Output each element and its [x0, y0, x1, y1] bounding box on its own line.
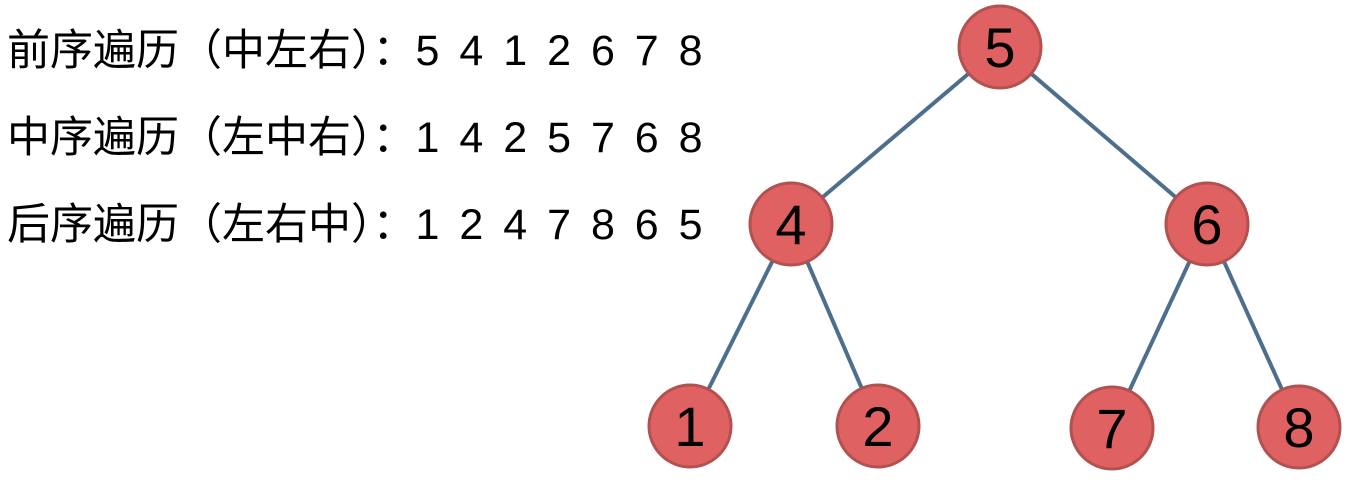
tree-node-label-1: 1 — [674, 395, 705, 458]
tree-edge-5-6 — [998, 45, 1209, 226]
tree-node-4: 4 — [748, 181, 834, 267]
preorder-label: 前序遍历（中左右）： — [7, 27, 416, 75]
tree-node-6: 6 — [1164, 181, 1250, 267]
tree-node-label-2: 2 — [862, 395, 893, 458]
inorder-label: 中序遍历（左中右）： — [7, 114, 416, 162]
tree-node-label-4: 4 — [775, 193, 806, 256]
tree-node-label-7: 7 — [1096, 397, 1127, 460]
tree-edge-5-4 — [789, 45, 1002, 226]
inorder-traversal-line: 中序遍历（左中右）：1 4 2 5 7 6 8 — [7, 117, 707, 160]
tree-node-circle-4 — [748, 181, 834, 267]
inorder-sequence: 1 4 2 5 7 6 8 — [415, 114, 707, 162]
tree-node-circle-5 — [957, 4, 1043, 90]
postorder-sequence: 1 2 4 7 8 6 5 — [415, 201, 707, 249]
tree-node-5: 5 — [957, 4, 1043, 90]
tree-node-circle-1 — [647, 383, 733, 469]
tree-node-1: 1 — [647, 383, 733, 469]
tree-node-circle-8 — [1256, 384, 1342, 470]
postorder-label: 后序遍历（左右中）： — [7, 201, 416, 249]
tree-node-circle-2 — [835, 383, 921, 469]
tree-node-circle-7 — [1069, 385, 1155, 471]
tree-node-8: 8 — [1256, 384, 1342, 470]
tree-node-label-6: 6 — [1191, 193, 1222, 256]
preorder-sequence: 5 4 1 2 6 7 8 — [415, 27, 707, 75]
postorder-traversal-line: 后序遍历（左右中）：1 2 4 7 8 6 5 — [7, 204, 707, 247]
preorder-traversal-line: 前序遍历（中左右）：5 4 1 2 6 7 8 — [7, 30, 707, 73]
tree-node-7: 7 — [1069, 385, 1155, 471]
tree-node-circle-6 — [1164, 181, 1250, 267]
tree-node-2: 2 — [835, 383, 921, 469]
tree-node-label-5: 5 — [984, 16, 1015, 79]
tree-node-label-8: 8 — [1283, 396, 1314, 459]
